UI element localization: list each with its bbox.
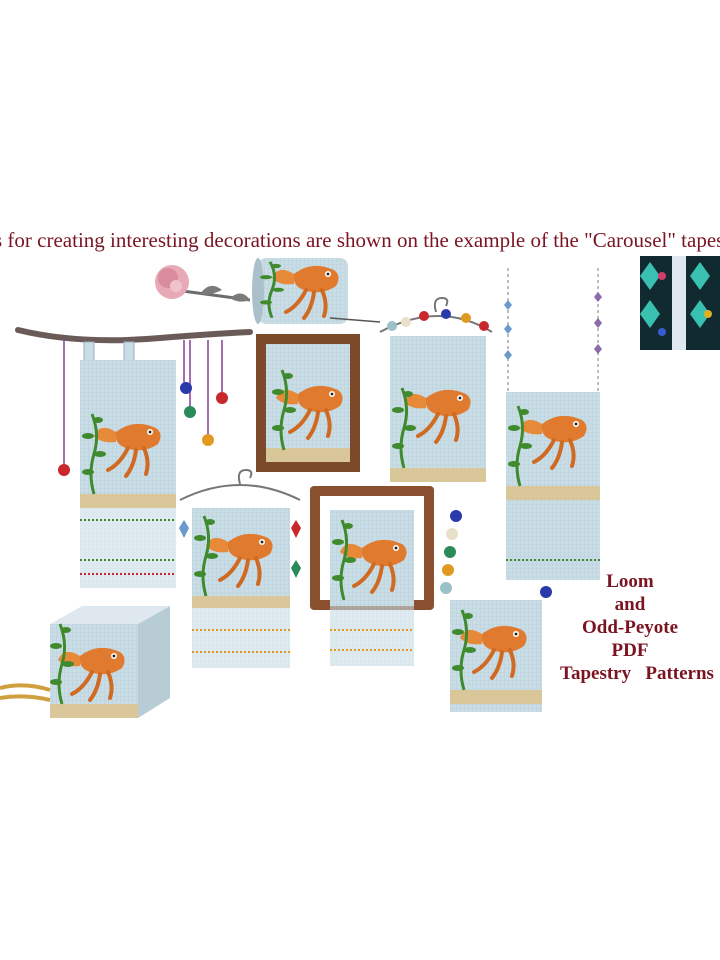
framed-picture-fringe (310, 486, 434, 666)
headline-text: s for creating interesting decorations a… (0, 228, 720, 252)
promo-tapestry-patterns: Tapestry Patterns (560, 663, 714, 684)
framed-picture (256, 334, 360, 472)
promo-pdf: PDF (611, 640, 649, 661)
promo-text-block: Loom and Odd-Peyote PDF Tapestry Pattern… (540, 570, 720, 685)
tapestry-on-branch (15, 327, 253, 588)
promo-loom: Loom (606, 571, 654, 592)
bracelet-cuff (252, 258, 381, 324)
chain-tapestry (504, 268, 602, 580)
hanger-tapestry-small (379, 296, 493, 482)
beaded-box (0, 606, 170, 718)
hanger-tapestry-large (179, 468, 301, 668)
promo-and: and (614, 594, 646, 615)
carousel-swatch (640, 256, 720, 350)
rose-decoration (155, 265, 251, 302)
bead-strand-tapestry (440, 510, 552, 712)
promo-odd-peyote: Odd-Peyote (581, 617, 679, 638)
